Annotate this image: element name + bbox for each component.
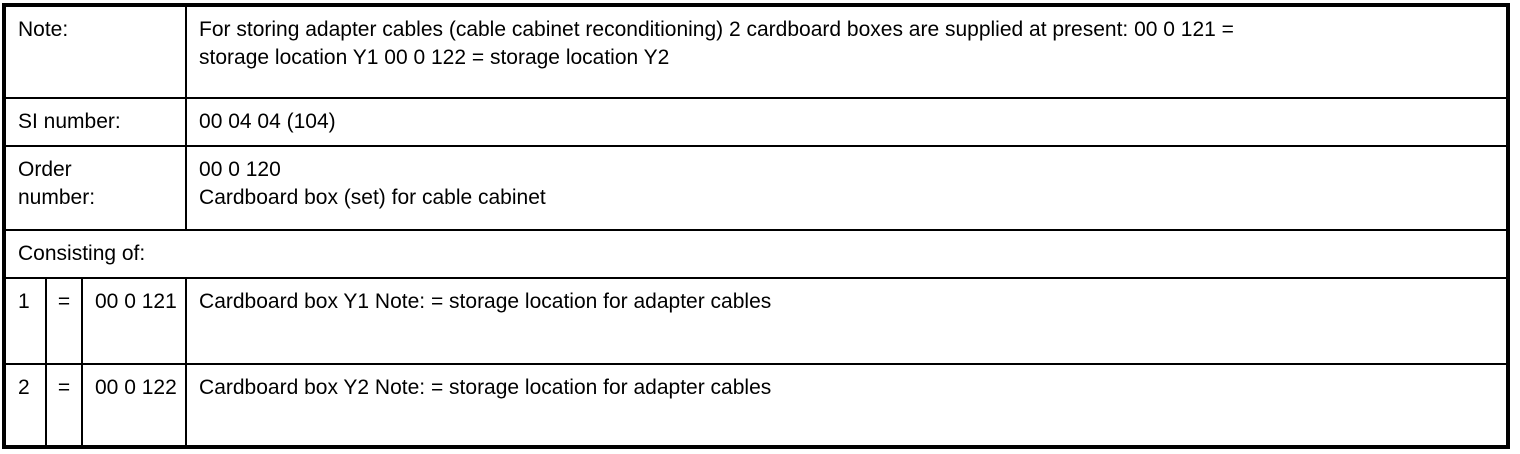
note-value-cell: For storing adapter cables (cable cabine… [185,4,1510,99]
note-label: Note: [18,18,69,41]
order-number-label: Order number: [18,158,96,209]
item-2-part-number: 00 0 122 [95,376,177,399]
item-1-part-number: 00 0 121 [95,290,177,313]
si-number-value: 00 04 04 (104) [199,110,336,133]
order-number-value-line2: Cardboard box (set) for cable cabinet [199,186,546,209]
consisting-of-cell: Consisting of: [2,229,1510,279]
item-1-part-number-cell: 00 0 121 [80,277,188,365]
item-2-part-number-cell: 00 0 122 [80,363,188,448]
table-row-item-1: 1 = 00 0 121 Cardboard box Y1 Note: = st… [3,277,1510,365]
item-2-equals-cell: = [45,363,83,448]
item-2-description: Cardboard box Y2 Note: = storage locatio… [199,376,772,399]
service-info-table: Note: For storing adapter cables (cable … [2,3,1511,449]
consisting-of-header: Consisting of: [18,242,146,265]
item-1-index: 1 [18,290,30,313]
item-2-index: 2 [18,376,30,399]
item-1-equals-cell: = [45,277,83,365]
item-1-description-cell: Cardboard box Y1 Note: = storage locatio… [185,277,1510,365]
table-row-note: Note: For storing adapter cables (cable … [2,4,1510,99]
item-2-index-cell: 2 [3,363,47,448]
table-row-consisting-of: Consisting of: [2,229,1510,279]
si-number-label-cell: SI number: [2,97,188,147]
note-label-cell: Note: [2,4,188,99]
item-2-equals-sign: = [57,376,71,399]
si-number-value-cell: 00 04 04 (104) [185,97,1510,147]
si-number-label: SI number: [18,110,121,133]
item-2-description-cell: Cardboard box Y2 Note: = storage locatio… [185,363,1510,448]
note-value: For storing adapter cables (cable cabine… [199,18,1234,69]
table-row-si-number: SI number: 00 04 04 (104) [2,97,1510,147]
item-1-description: Cardboard box Y1 Note: = storage locatio… [199,290,772,313]
order-number-value-cell: 00 0 120 Cardboard box (set) for cable c… [185,145,1510,231]
order-number-value-line1: 00 0 120 [199,158,281,181]
order-number-label-cell: Order number: [2,145,188,231]
table-row-item-2: 2 = 00 0 122 Cardboard box Y2 Note: = st… [3,363,1510,448]
item-1-index-cell: 1 [3,277,47,365]
item-1-equals-sign: = [57,290,71,313]
table-row-order-number: Order number: 00 0 120 Cardboard box (se… [2,145,1510,231]
